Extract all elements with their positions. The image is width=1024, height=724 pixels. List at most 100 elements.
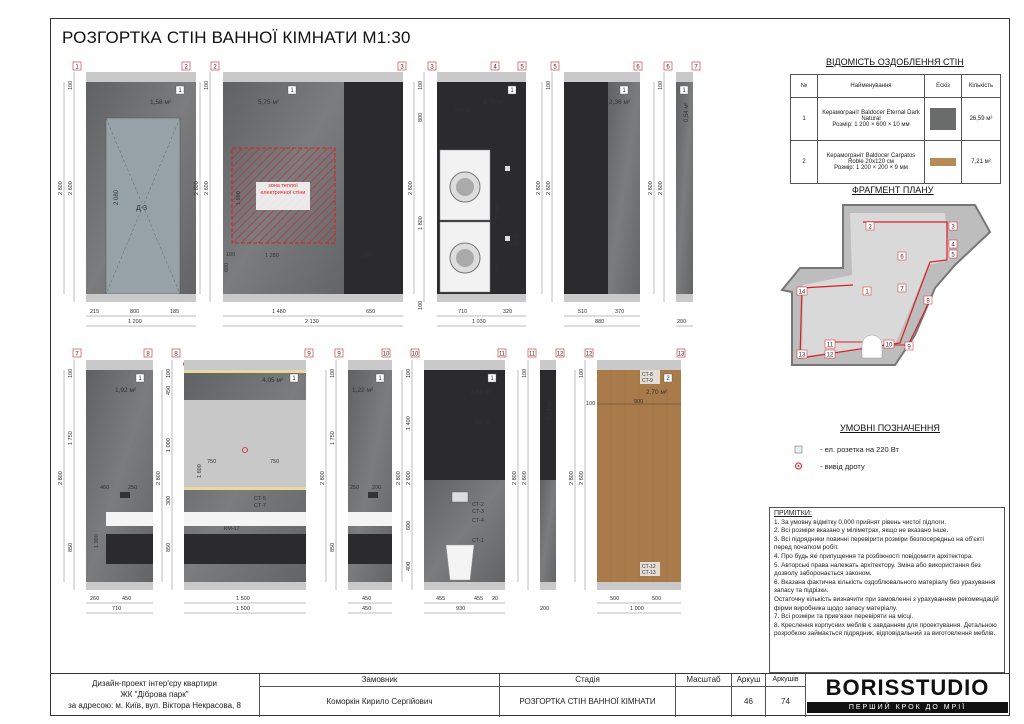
svg-text:CT-7: CT-7 bbox=[254, 503, 266, 509]
elevation-9-10: 9 10 1 1,22 м² 250 200 100 1 750 2 800 8… bbox=[320, 348, 392, 614]
material-name: Керамограніт Baldocer Carpatos Roble 20х… bbox=[826, 153, 916, 165]
svg-text:2 800: 2 800 bbox=[58, 471, 64, 485]
material-size: Розмір: 1 200 × 600 × 10 мм bbox=[832, 122, 910, 128]
svg-text:2: 2 bbox=[868, 225, 872, 231]
cabinet-code: КМ-16 bbox=[455, 108, 471, 114]
area: 5,75 м² bbox=[258, 99, 280, 106]
svg-text:200: 200 bbox=[372, 485, 381, 491]
svg-text:CT-1: CT-1 bbox=[472, 538, 484, 544]
svg-text:8: 8 bbox=[146, 352, 150, 358]
svg-text:4: 4 bbox=[951, 243, 955, 249]
legend-socket: - ел. розетка на 220 Вт bbox=[820, 445, 899, 454]
elevation-12-13: 12 13 CT-8 CT-9 CT-12 CT-13 2 2,70 м² 90… bbox=[569, 348, 686, 614]
svg-text:2 600: 2 600 bbox=[406, 471, 412, 485]
svg-text:1 400: 1 400 bbox=[406, 416, 412, 430]
elevation-3-5: 3 4 5 КМ-16 1 2,78 м² 150 170 1 000 500 bbox=[408, 61, 527, 327]
svg-text:2: 2 bbox=[213, 65, 217, 71]
svg-text:10: 10 bbox=[412, 352, 419, 358]
svg-text:1 600: 1 600 bbox=[197, 464, 203, 478]
notes-box: ПРИМІТКИ: 1. За умовну відмітку 0,000 пр… bbox=[769, 507, 1005, 673]
svg-text:710: 710 bbox=[458, 309, 467, 315]
svg-text:260: 260 bbox=[90, 596, 99, 602]
svg-text:100: 100 bbox=[522, 369, 528, 378]
elevation-11-12: 11 12 0,54 м² 100 2 800 2 600 200 bbox=[512, 348, 565, 612]
svg-text:2 600: 2 600 bbox=[522, 471, 528, 485]
area: 1,58 м² bbox=[150, 99, 172, 106]
svg-text:1 750: 1 750 bbox=[330, 431, 336, 445]
area: 0,54 м² bbox=[547, 401, 553, 420]
svg-text:1: 1 bbox=[490, 376, 494, 382]
svg-text:100: 100 bbox=[330, 369, 336, 378]
svg-text:1: 1 bbox=[378, 376, 382, 382]
svg-text:600: 600 bbox=[224, 263, 230, 272]
sheets-header: Аркушів bbox=[766, 674, 806, 687]
svg-text:13: 13 bbox=[799, 353, 806, 359]
svg-text:14: 14 bbox=[799, 290, 806, 296]
note-item: Остаточну кількість визначити при замовл… bbox=[774, 595, 999, 612]
svg-text:100: 100 bbox=[406, 369, 412, 378]
area: 2,70 м² bbox=[646, 389, 668, 396]
notes-title: ПРИМІТКИ: bbox=[774, 510, 812, 517]
project-complex: ЖК "Діброва парк" bbox=[120, 690, 189, 699]
svg-text:1: 1 bbox=[178, 88, 182, 94]
svg-text:8: 8 bbox=[926, 299, 930, 305]
svg-text:455: 455 bbox=[474, 596, 483, 602]
svg-text:1: 1 bbox=[622, 88, 626, 94]
svg-text:1: 1 bbox=[290, 88, 294, 94]
svg-text:500: 500 bbox=[495, 263, 501, 272]
svg-text:CT-12: CT-12 bbox=[642, 564, 656, 570]
svg-text:4: 4 bbox=[493, 65, 497, 71]
wire-outlet-icon bbox=[795, 462, 802, 470]
svg-text:6: 6 bbox=[900, 255, 904, 261]
svg-text:370: 370 bbox=[615, 309, 624, 315]
svg-text:300: 300 bbox=[166, 496, 172, 505]
svg-text:250: 250 bbox=[128, 485, 137, 491]
svg-text:2 600: 2 600 bbox=[68, 181, 74, 195]
svg-text:100: 100 bbox=[204, 81, 210, 90]
svg-text:900: 900 bbox=[634, 399, 643, 405]
svg-text:710: 710 bbox=[112, 606, 121, 612]
cabinet-code: КМ-18 bbox=[474, 420, 490, 426]
project-name: Дизайн-проект інтер'єру квартири bbox=[91, 679, 217, 688]
svg-text:3: 3 bbox=[951, 225, 955, 231]
note-item: 5. Авторські права належать архітектору.… bbox=[774, 561, 981, 578]
svg-text:2 130: 2 130 bbox=[305, 319, 319, 325]
svg-text:1 000: 1 000 bbox=[630, 606, 644, 612]
svg-text:3: 3 bbox=[430, 65, 434, 71]
studio-logo: BORISSTUDIO ПЕРШИЙ КРОК ДО МРІЇ bbox=[807, 676, 1008, 714]
svg-text:8: 8 bbox=[174, 352, 178, 358]
material-name: Керамограніт Baldocer Eternal Dark Natur… bbox=[822, 110, 920, 122]
svg-text:455: 455 bbox=[436, 596, 445, 602]
svg-text:100: 100 bbox=[586, 401, 595, 407]
note-item: 4. Про будь які припущення та розбіжност… bbox=[774, 552, 974, 560]
svg-text:9: 9 bbox=[907, 345, 911, 351]
svg-text:1: 1 bbox=[510, 88, 514, 94]
elevation-1-2: 1 2 Д-3 2 080 1 1,58 м² 100 2 800 2 600 … bbox=[58, 61, 196, 327]
svg-text:1 280: 1 280 bbox=[265, 253, 279, 259]
svg-text:13: 13 bbox=[678, 352, 685, 358]
svg-text:2 800: 2 800 bbox=[536, 181, 542, 195]
note-item: 8. Креслення корпусних меблів є завдання… bbox=[774, 621, 997, 638]
svg-text:250: 250 bbox=[350, 485, 359, 491]
area: 0,54 м² bbox=[684, 103, 690, 122]
svg-text:800: 800 bbox=[130, 309, 139, 315]
svg-text:2 800: 2 800 bbox=[396, 471, 402, 485]
page-title: РОЗГОРТКА СТІН ВАННОЇ КІМНАТИ М1:30 bbox=[62, 28, 411, 47]
col-name: Найменування bbox=[817, 74, 925, 98]
svg-text:7: 7 bbox=[75, 352, 79, 358]
svg-text:2 800: 2 800 bbox=[320, 471, 326, 485]
svg-text:5: 5 bbox=[553, 65, 557, 71]
area: 2,78 м² bbox=[483, 99, 505, 106]
plan-title: ФРАГМЕНТ ПЛАНУ bbox=[852, 185, 934, 195]
svg-text:1 500: 1 500 bbox=[236, 191, 242, 205]
svg-text:450: 450 bbox=[362, 596, 371, 602]
svg-text:100: 100 bbox=[226, 252, 235, 258]
area: 2,51 м² bbox=[470, 389, 492, 396]
col-sketch: Ескіз bbox=[924, 74, 962, 98]
svg-text:100: 100 bbox=[68, 81, 74, 90]
svg-text:9: 9 bbox=[337, 352, 341, 358]
svg-text:2 600: 2 600 bbox=[546, 181, 552, 195]
svg-text:CT-8: CT-8 bbox=[642, 372, 653, 378]
svg-text:930: 930 bbox=[456, 606, 465, 612]
svg-text:880: 880 bbox=[595, 319, 604, 325]
